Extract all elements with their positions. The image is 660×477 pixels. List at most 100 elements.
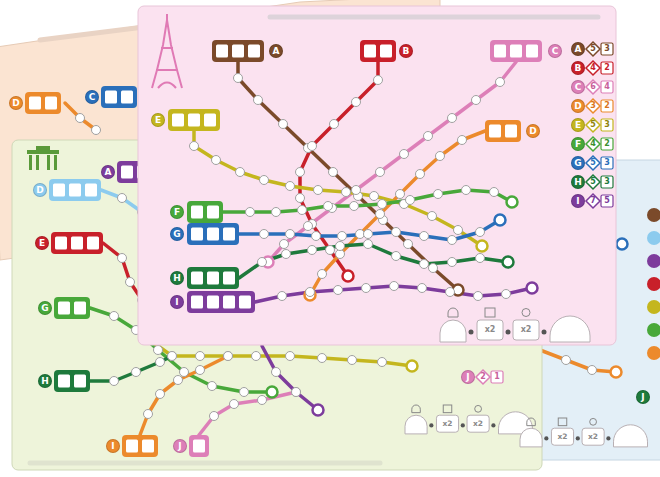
score-dot: [506, 330, 511, 335]
score-box: [467, 415, 489, 432]
line-letter-badge: H: [38, 374, 52, 388]
train-slot: [126, 440, 138, 453]
line-letter-badge: G: [571, 156, 585, 170]
station-circle: [260, 230, 269, 239]
station-circle: [434, 190, 443, 199]
train-slot: [121, 166, 133, 179]
metro-line: [310, 131, 485, 295]
score-diamond: [586, 99, 600, 113]
station-circle: [292, 388, 301, 397]
line-letter-badge: I: [170, 295, 184, 309]
line-letter: A: [273, 47, 280, 56]
train-slot: [142, 440, 154, 453]
legend-dot: [647, 300, 660, 314]
train-slot: [207, 206, 219, 219]
score-number: 3: [604, 159, 610, 167]
train-slot: [489, 125, 501, 138]
train-slot: [172, 114, 184, 127]
station-circle: [352, 186, 361, 195]
metro-line: [101, 190, 142, 212]
line-letter-badge: E: [35, 236, 49, 250]
train-slot: [204, 114, 216, 127]
line-letter-badge: H: [170, 271, 184, 285]
line-letter-badge: F: [571, 137, 585, 151]
line-letter: G: [41, 304, 48, 313]
score-box: [601, 81, 613, 93]
station-circle: [132, 368, 141, 377]
metro-line: [300, 62, 378, 276]
score-box: [551, 428, 573, 445]
station-circle: [490, 188, 499, 197]
line-letter-badge: J: [461, 370, 475, 384]
station-circle: [458, 136, 467, 145]
train-slot: [55, 237, 67, 250]
station-circle: [454, 226, 463, 235]
score-arch: [614, 425, 648, 447]
station-circle: [502, 290, 511, 299]
gate-quadriga: [36, 146, 50, 150]
multiplier: x2: [588, 433, 598, 441]
line-letter-badge: C: [548, 44, 562, 58]
terminus-ring: [407, 361, 418, 372]
station-circle: [400, 150, 409, 159]
score-number: 2: [604, 140, 610, 148]
train-slot: [87, 237, 99, 250]
score-dot: [576, 436, 580, 440]
train-slot: [494, 45, 506, 58]
train-slot: [239, 296, 251, 309]
line-letter-badge: E: [151, 113, 165, 127]
train-slot: [223, 228, 235, 241]
gate-top: [27, 150, 59, 154]
station-circle: [562, 356, 571, 365]
score-number: 2: [604, 102, 610, 110]
score-icon: [475, 405, 482, 412]
line-letter: H: [41, 377, 49, 386]
train-slot: [510, 45, 522, 58]
score-number: 3: [604, 178, 610, 186]
legend-dot: [647, 277, 660, 291]
score-box: [491, 371, 503, 383]
terminus-ring: [313, 405, 324, 416]
station-circle: [324, 202, 333, 211]
line-letter: A: [105, 168, 112, 177]
line-letter: C: [89, 93, 96, 102]
score-dot: [469, 330, 474, 335]
line-letter: B: [575, 64, 582, 73]
metro-line: [199, 392, 296, 435]
station-circle: [224, 352, 233, 361]
line-letter: A: [575, 45, 582, 54]
station-circle: [236, 168, 245, 177]
train-slot: [223, 272, 235, 285]
line-letter: E: [39, 239, 45, 248]
station-circle: [258, 396, 267, 405]
terminus-ring: [267, 387, 278, 398]
line-letter: F: [575, 140, 581, 149]
score-icon: [522, 309, 530, 317]
station-circle: [352, 98, 361, 107]
metro-line: [238, 62, 458, 290]
terminus-ring: [477, 241, 488, 252]
train-slot: [526, 45, 538, 58]
line-letter: I: [175, 298, 178, 307]
score-diamond: [586, 118, 600, 132]
legend-dot: [647, 231, 660, 245]
station-circle: [496, 78, 505, 87]
gate-column: [47, 155, 50, 170]
station-circle: [174, 376, 183, 385]
station-circle: [230, 400, 239, 409]
train-slot: [232, 45, 244, 58]
line-letter-badge: D: [571, 99, 585, 113]
train-box: [51, 232, 103, 254]
score-number: 2: [604, 64, 610, 72]
train-slot: [216, 45, 228, 58]
station-circle: [588, 366, 597, 375]
station-circle: [296, 194, 305, 203]
station-circle: [286, 182, 295, 191]
station-circle: [234, 74, 243, 83]
station-circle: [280, 240, 289, 249]
score-dot: [491, 423, 495, 427]
station-circle: [424, 132, 433, 141]
score-arch: [550, 316, 590, 342]
line-letter-badge: B: [399, 44, 413, 58]
station-circle: [180, 368, 189, 377]
